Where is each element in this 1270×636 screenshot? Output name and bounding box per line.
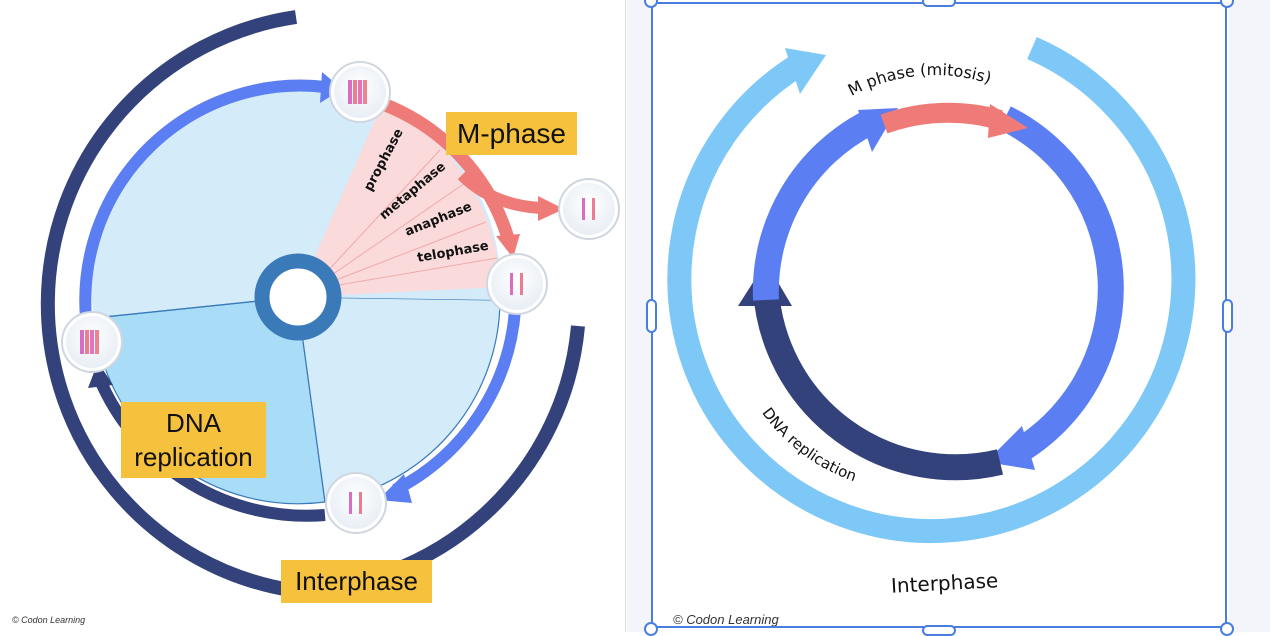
inner-navy-arc [753, 289, 1004, 481]
blue-arc-right [392, 309, 521, 496]
m-phase-salmon-arc [880, 102, 1003, 134]
resize-handle-bottom[interactable] [922, 625, 956, 636]
dna-replication-label: DNA replication [121, 402, 266, 478]
cell-icon-top [329, 61, 391, 123]
interphase-label-left: Interphase [281, 560, 432, 603]
outer-interphase-arc-top [40, 10, 298, 597]
resize-handle-top[interactable] [922, 0, 956, 7]
salmon-arc [380, 97, 515, 240]
fan-divider-3 [309, 221, 487, 291]
salmon-branch [457, 170, 541, 214]
dna-label-line2: replication [134, 442, 253, 472]
fan-divider-1 [309, 149, 441, 291]
m-phase-mitosis-label: M phase (mitosis) [845, 60, 994, 100]
cell-icon-bottom [325, 472, 387, 534]
blue-arrowhead-bottom [378, 474, 412, 503]
inner-blue-arc-left [752, 110, 877, 301]
cell-icon-right [486, 253, 548, 315]
interphase-label-right: Interphase [890, 568, 998, 598]
resize-handle-left[interactable] [646, 299, 657, 333]
center-ring [254, 253, 342, 341]
blue-arc-top [79, 79, 326, 319]
inner-blue-arc [999, 106, 1124, 467]
resize-handle-top-left[interactable] [644, 0, 658, 8]
cell-icon-left [61, 311, 123, 373]
resize-handle-top-right[interactable] [1220, 0, 1234, 8]
m-phase-salmon-arrowhead [988, 104, 1028, 138]
outer-light-blue-arrowhead [785, 48, 826, 94]
cell-cycle-diagram-left: prophase metaphase anaphase telophase [40, 10, 620, 597]
credit-right: © Codon Learning [673, 612, 779, 627]
outer-light-blue-arc [667, 37, 1196, 544]
navy-arc-bottom [94, 377, 326, 522]
m-phase-label: M-phase [446, 112, 577, 155]
fan-divider-4 [309, 257, 498, 291]
cell-icon-right-upper [558, 178, 620, 240]
navy-arrowhead [88, 362, 113, 388]
salmon-arrowhead-down [496, 234, 520, 258]
credit-left: © Codon Learning [12, 615, 86, 625]
resize-handle-bottom-right[interactable] [1220, 622, 1234, 636]
resize-handle-right[interactable] [1222, 299, 1233, 333]
salmon-arrowhead-right [538, 196, 564, 221]
fan-divider-2 [309, 182, 466, 291]
dna-label-line1: DNA [166, 408, 221, 438]
resize-handle-bottom-left[interactable] [644, 622, 658, 636]
